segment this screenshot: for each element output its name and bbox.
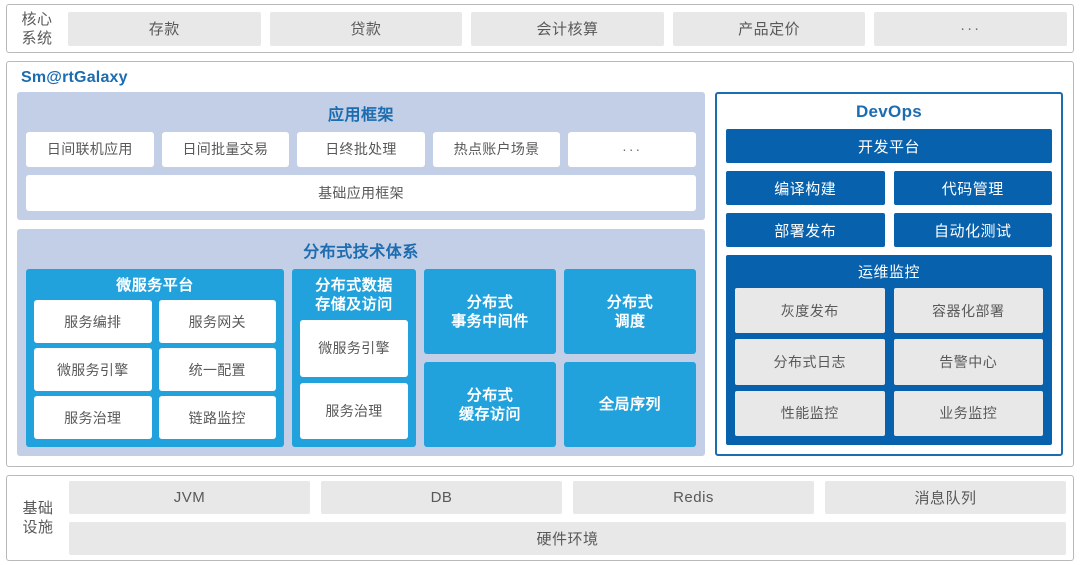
block-line2: 事务中间件 bbox=[451, 312, 529, 330]
distributed-transaction-middleware-box[interactable]: 分布式 事务中间件 bbox=[424, 269, 556, 354]
ms-item-service-orchestration[interactable]: 服务编排 bbox=[34, 300, 152, 343]
distributed-data-store-title: 分布式数据 存储及访问 bbox=[300, 269, 408, 320]
dstore-item-microservice-engine[interactable]: 微服务引擎 bbox=[300, 320, 408, 377]
devops-row: 部署发布 自动化测试 bbox=[726, 213, 1052, 247]
infrastructure-items: JVM DB Redis 消息队列 硬件环境 bbox=[62, 481, 1066, 555]
distributed-cache-access-box[interactable]: 分布式 缓存访问 bbox=[424, 362, 556, 447]
app-item-eod-batch[interactable]: 日终批处理 bbox=[297, 132, 425, 167]
devops-row: 编译构建 代码管理 bbox=[726, 171, 1052, 205]
microservice-row: 服务编排 服务网关 bbox=[34, 300, 276, 343]
distributed-scheduling-box[interactable]: 分布式 调度 bbox=[564, 269, 696, 354]
ops-item-containerized-deploy[interactable]: 容器化部署 bbox=[893, 288, 1043, 334]
application-framework-box: 应用框架 日间联机应用 日间批量交易 日终批处理 热点账户场景 ··· 基础应用… bbox=[17, 92, 705, 220]
microservice-platform-title: 微服务平台 bbox=[116, 277, 194, 294]
infrastructure-top-row: JVM DB Redis 消息队列 bbox=[69, 481, 1066, 514]
smartgalaxy-body: 应用框架 日间联机应用 日间批量交易 日终批处理 热点账户场景 ··· 基础应用… bbox=[17, 92, 1063, 456]
core-system-item-accounting[interactable]: 会计核算 bbox=[471, 11, 664, 46]
smartgalaxy-right-column: DevOps 开发平台 编译构建 代码管理 部署发布 自动化测试 运维监控 bbox=[715, 92, 1063, 456]
dstore-title-line1: 分布式数据 bbox=[315, 277, 393, 294]
core-system-items: 存款 贷款 会计核算 产品定价 ··· bbox=[61, 11, 1067, 46]
block-line1: 分布式 bbox=[466, 293, 514, 311]
core-system-item-loan[interactable]: 贷款 bbox=[269, 11, 463, 46]
app-item-hot-account[interactable]: 热点账户场景 bbox=[432, 132, 561, 167]
distributed-scheduling-title: 分布式 调度 bbox=[603, 293, 658, 331]
ops-item-performance-monitoring[interactable]: 性能监控 bbox=[735, 390, 885, 436]
distributed-column-1: 分布式 事务中间件 分布式 缓存访问 bbox=[424, 269, 556, 447]
core-system-panel: 核心 系统 存款 贷款 会计核算 产品定价 ··· bbox=[6, 4, 1074, 53]
devops-item-automated-test[interactable]: 自动化测试 bbox=[893, 213, 1052, 247]
ops-monitoring-box: 运维监控 灰度发布 容器化部署 分布式日志 告警中心 性能监控 bbox=[726, 255, 1052, 445]
devops-item-build[interactable]: 编译构建 bbox=[726, 171, 885, 205]
core-system-label: 核心 系统 bbox=[13, 10, 61, 48]
infra-item-message-queue[interactable]: 消息队列 bbox=[825, 481, 1066, 514]
smartgalaxy-left-column: 应用框架 日间联机应用 日间批量交易 日终批处理 热点账户场景 ··· 基础应用… bbox=[17, 92, 705, 456]
distributed-transaction-middleware-title: 分布式 事务中间件 bbox=[447, 293, 533, 331]
ops-row: 性能监控 业务监控 bbox=[735, 390, 1043, 436]
microservice-platform-items: 服务编排 服务网关 微服务引擎 统一配置 服务治理 链路监控 bbox=[34, 300, 276, 439]
ms-item-service-governance[interactable]: 服务治理 bbox=[34, 396, 152, 439]
smartgalaxy-panel: Sm@rtGalaxy 应用框架 日间联机应用 日间批量交易 日终批处理 热点账… bbox=[6, 61, 1074, 467]
distributed-tech-title: 分布式技术体系 bbox=[303, 244, 419, 261]
ops-monitoring-items: 灰度发布 容器化部署 分布式日志 告警中心 性能监控 业务监控 bbox=[735, 288, 1043, 436]
smartgalaxy-title: Sm@rtGalaxy bbox=[21, 69, 128, 86]
infrastructure-panel: 基础 设施 JVM DB Redis 消息队列 硬件环境 bbox=[6, 475, 1074, 561]
core-system-item-more[interactable]: ··· bbox=[874, 11, 1067, 46]
ms-item-service-gateway[interactable]: 服务网关 bbox=[158, 300, 276, 343]
infra-item-redis[interactable]: Redis bbox=[573, 481, 814, 514]
app-item-more[interactable]: ··· bbox=[568, 132, 696, 167]
distributed-tech-box: 分布式技术体系 微服务平台 服务编排 服务网关 微服务引 bbox=[17, 229, 705, 456]
dstore-item-service-governance[interactable]: 服务治理 bbox=[300, 382, 408, 439]
application-framework-title: 应用框架 bbox=[327, 107, 394, 124]
devops-panel: DevOps 开发平台 编译构建 代码管理 部署发布 自动化测试 运维监控 bbox=[715, 92, 1063, 456]
microservice-platform-box: 微服务平台 服务编排 服务网关 微服务引擎 统一配置 bbox=[26, 269, 284, 447]
devops-item-code-management[interactable]: 代码管理 bbox=[893, 171, 1052, 205]
devops-title: DevOps bbox=[855, 102, 923, 121]
app-item-daytime-batch[interactable]: 日间批量交易 bbox=[161, 132, 290, 167]
core-system-item-deposit[interactable]: 存款 bbox=[68, 11, 261, 46]
app-base-framework[interactable]: 基础应用框架 bbox=[26, 174, 696, 211]
ops-item-alert-center[interactable]: 告警中心 bbox=[893, 339, 1043, 385]
global-sequence-title: 全局序列 bbox=[598, 396, 661, 413]
ops-row: 分布式日志 告警中心 bbox=[735, 339, 1043, 385]
ops-row: 灰度发布 容器化部署 bbox=[735, 288, 1043, 334]
dstore-title-line2: 存储及访问 bbox=[315, 296, 393, 313]
infra-item-hardware-environment[interactable]: 硬件环境 bbox=[69, 522, 1066, 555]
infra-item-jvm[interactable]: JVM bbox=[69, 481, 310, 514]
infra-item-db[interactable]: DB bbox=[321, 481, 562, 514]
distributed-cache-access-title: 分布式 缓存访问 bbox=[455, 386, 525, 424]
core-system-label-line1: 核心 bbox=[21, 10, 53, 28]
infrastructure-label-line2: 设施 bbox=[22, 519, 54, 536]
distributed-data-store-items: 微服务引擎 服务治理 bbox=[300, 320, 408, 439]
ops-item-business-monitoring[interactable]: 业务监控 bbox=[893, 390, 1043, 436]
block-line2: 调度 bbox=[614, 312, 646, 330]
distributed-data-store-box: 分布式数据 存储及访问 微服务引擎 服务治理 bbox=[292, 269, 416, 447]
ms-item-trace-monitoring[interactable]: 链路监控 bbox=[158, 396, 276, 439]
block-line2: 缓存访问 bbox=[458, 405, 521, 423]
infrastructure-bottom-row: 硬件环境 bbox=[69, 522, 1066, 555]
block-line1: 分布式 bbox=[606, 293, 654, 311]
infrastructure-label-line1: 基础 bbox=[22, 500, 54, 517]
block-line1: 分布式 bbox=[466, 386, 514, 404]
application-framework-items: 日间联机应用 日间批量交易 日终批处理 热点账户场景 ··· bbox=[26, 132, 696, 167]
microservice-row: 微服务引擎 统一配置 bbox=[34, 348, 276, 391]
core-system-label-line2: 系统 bbox=[21, 29, 53, 47]
devops-dev-platform[interactable]: 开发平台 bbox=[726, 129, 1052, 163]
ms-item-microservice-engine[interactable]: 微服务引擎 bbox=[34, 348, 152, 391]
ops-item-gray-release[interactable]: 灰度发布 bbox=[735, 288, 885, 334]
infrastructure-label: 基础 设施 bbox=[14, 499, 62, 537]
ops-monitoring-title: 运维监控 bbox=[857, 264, 920, 281]
global-sequence-box[interactable]: 全局序列 bbox=[564, 362, 696, 447]
ms-item-unified-config[interactable]: 统一配置 bbox=[158, 348, 276, 391]
app-item-daytime-online[interactable]: 日间联机应用 bbox=[26, 132, 154, 167]
devops-item-deploy-release[interactable]: 部署发布 bbox=[726, 213, 885, 247]
core-system-item-pricing[interactable]: 产品定价 bbox=[672, 11, 866, 46]
ops-item-distributed-logging[interactable]: 分布式日志 bbox=[735, 339, 885, 385]
distributed-tech-grid: 微服务平台 服务编排 服务网关 微服务引擎 统一配置 bbox=[26, 269, 696, 447]
distributed-column-2: 分布式 调度 全局序列 bbox=[564, 269, 696, 447]
microservice-row: 服务治理 链路监控 bbox=[34, 396, 276, 439]
